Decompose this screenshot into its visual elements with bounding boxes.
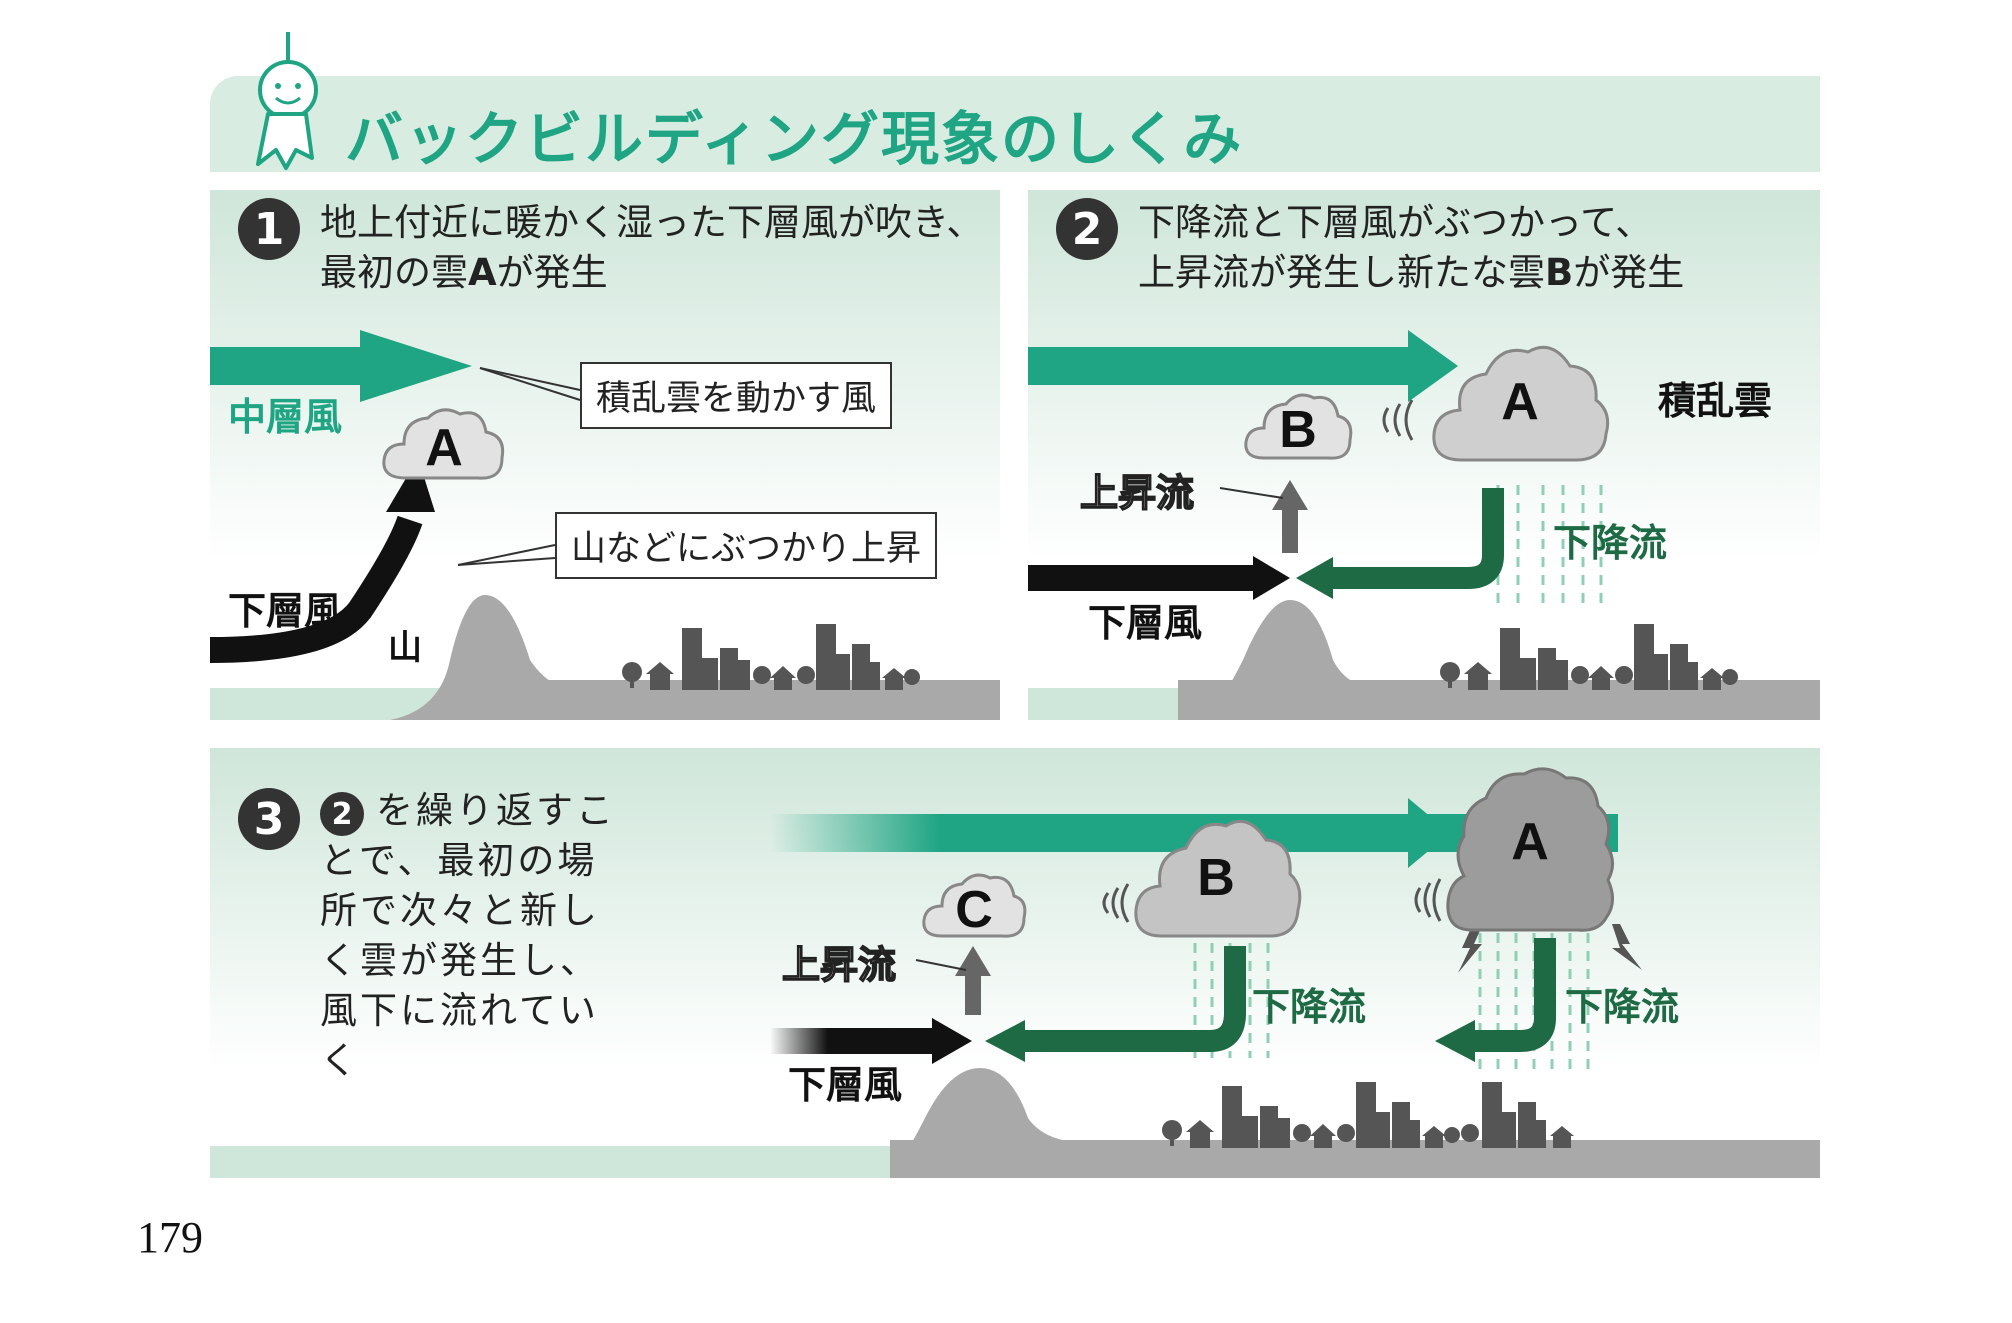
downdraft-label: 下降流 — [1553, 521, 1668, 565]
cloud-b-icon — [1244, 393, 1353, 460]
step-2-text-line1: 下降流と下層風がぶつかって、 — [1138, 201, 1653, 244]
step-2-text-line2: 上昇流が発生し新たな雲Bが発生 — [1138, 251, 1685, 294]
cloud-a-icon — [1432, 345, 1610, 462]
low-wind-label: 下層風 — [228, 589, 343, 633]
step-1-text-line2: 最初の雲Aが発生 — [320, 251, 608, 294]
step-number-1: 1 — [238, 198, 300, 260]
cloud-a-icon — [1446, 767, 1614, 932]
updraft-label: 上昇流 — [1079, 470, 1195, 516]
updraft-label: 上昇流 — [781, 942, 897, 988]
page-number: 179 — [137, 1213, 203, 1262]
downdraft-label-a: 下降流 — [1565, 985, 1680, 1029]
mid-wind-label: 中層風 — [228, 395, 343, 439]
cloud-a-label: A — [1501, 373, 1539, 431]
cloud-a-label: A — [425, 419, 463, 477]
callout-mid-wind: 積乱雲を動かす風 — [580, 362, 893, 429]
low-wind-label: 下層風 — [1088, 601, 1203, 645]
callout-updraft: 山などにぶつかり上昇 — [555, 512, 938, 579]
teru-teru-bozu-icon — [256, 32, 318, 170]
cloud-b-icon — [1134, 819, 1302, 938]
step-number-2: 2 — [1056, 198, 1118, 260]
downdraft-label-b: 下降流 — [1252, 985, 1367, 1029]
panel-step-1: A 山 1 地上付近に暖かく湿った下層風が吹き、 最初の雲Aが発生 中層風 下層… — [210, 190, 1000, 720]
cloud-c-label: C — [955, 881, 993, 939]
cloud-b-label: B — [1279, 401, 1317, 459]
step-number-3: 3 — [238, 788, 300, 850]
low-wind-label: 下層風 — [788, 1063, 903, 1107]
panel-step-2: B A 2 下降流と下層風がぶつかって、 上昇流が発生し新たな雲Bが発生 積乱雲… — [1028, 190, 1820, 720]
page-title: バックビルディング現象のしくみ — [345, 105, 1244, 173]
cloud-b-label: B — [1197, 849, 1235, 907]
step-ref-2: 2 — [320, 792, 364, 836]
cumulonimbus-label: 積乱雲 — [1658, 379, 1773, 423]
cloud-a-label: A — [1511, 813, 1549, 871]
cloud-a-icon — [382, 408, 505, 480]
title-bar — [210, 76, 1820, 172]
cloud-c-icon — [922, 873, 1027, 938]
step-3-text: を繰り返すことで、最初の場所で次々と新しく雲が発生し、風下に流れていく — [320, 789, 616, 1082]
mountain-label: 山 — [388, 628, 422, 668]
step-1-text-line1: 地上付近に暖かく湿った下層風が吹き、 — [320, 201, 984, 244]
panel-step-3: C B A 3 2 を繰り返すことで、最初の場所で次々と新しく雲が発生し、風下に… — [210, 748, 1820, 1178]
